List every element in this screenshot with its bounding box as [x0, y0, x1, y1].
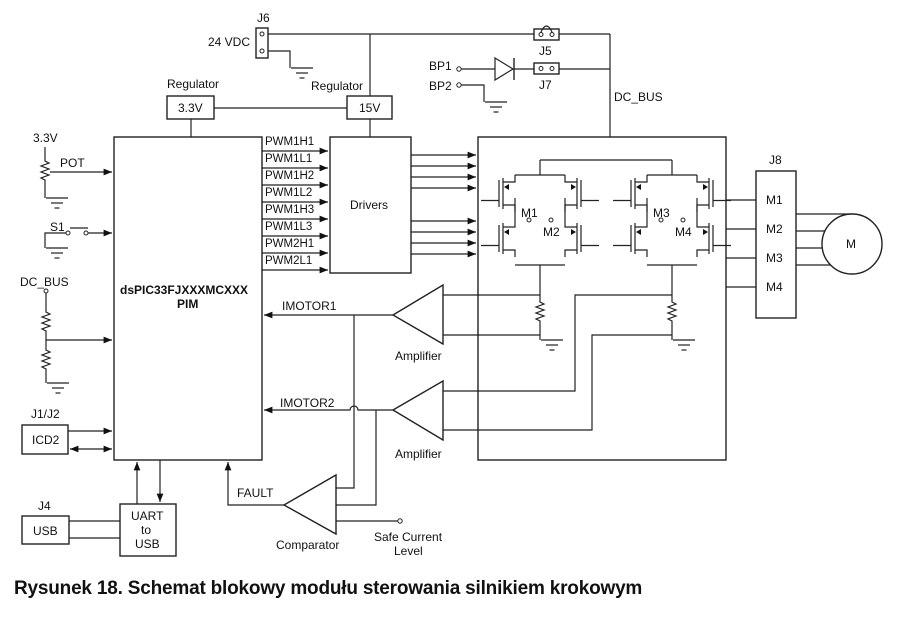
pwm-line: PWM1H3 — [262, 204, 328, 223]
j5-jumper: J5 — [533, 25, 560, 58]
bp2-terminal — [456, 82, 462, 88]
sense-resistor-1 — [534, 265, 546, 340]
safe-current-label-1: Safe Current — [374, 530, 443, 544]
j6-connector: J6 24 VDC — [208, 11, 270, 59]
dcbus-sense-label: DC_BUS — [20, 275, 69, 289]
uart-line2: to — [141, 523, 151, 537]
safe-current-terminal — [397, 518, 403, 524]
drivers-label: Drivers — [350, 198, 388, 212]
pwm-signals: PWM1H1PWM1L1PWM1H2PWM1L2PWM1H3PWM1L3PWM2… — [262, 136, 328, 274]
pwm-label: PWM2L1 — [265, 255, 312, 267]
comparator — [282, 473, 337, 536]
s1-switch — [65, 230, 71, 236]
ground-icon — [484, 101, 508, 113]
fault-label: FAULT — [237, 486, 274, 500]
bridge-node-label: M3 — [653, 206, 670, 220]
dc-bus-label: DC_BUS — [614, 90, 663, 104]
ground-icon — [46, 382, 70, 394]
imotor1-label: IMOTOR1 — [282, 299, 337, 313]
s1-label: S1 — [50, 220, 65, 234]
amplifier-2-label: Amplifier — [395, 447, 442, 461]
pwm-label: PWM2H1 — [265, 238, 314, 250]
comparator-label: Comparator — [276, 538, 339, 552]
bp2-label: BP2 — [429, 79, 452, 93]
pwm-label: PWM1H1 — [265, 136, 314, 148]
j8-pin: M3 — [726, 247, 823, 265]
power-stage-block — [477, 136, 727, 461]
bridge-node-label: M4 — [675, 225, 692, 239]
amplifier-2 — [391, 379, 444, 442]
j6-header — [255, 27, 269, 59]
regulator-3v3-value: 3.3V — [178, 101, 203, 115]
j8-pin: M1 — [726, 193, 852, 215]
j1j2-label: J1/J2 — [31, 407, 60, 421]
supply-3v3-label: 3.3V — [33, 131, 58, 145]
ground-icon — [290, 67, 314, 79]
j8-pin-label: M3 — [766, 251, 783, 265]
voltage-divider — [40, 293, 52, 383]
safe-current-label-2: Level — [394, 544, 423, 558]
icd2-box — [21, 424, 69, 455]
j5-label: J5 — [539, 44, 552, 58]
sense-resistor-2 — [666, 265, 678, 340]
pwm-line: PWM1L1 — [262, 153, 328, 172]
mcu-pim: PIM — [177, 297, 198, 311]
icd2-label: ICD2 — [32, 433, 60, 447]
regulator-15v-title: Regulator — [311, 79, 363, 93]
pwm-line: PWM1L2 — [262, 187, 328, 206]
j8-pin-label: M1 — [766, 193, 783, 207]
uart-line1: UART — [131, 509, 164, 523]
pwm-line: PWM1H1 — [262, 136, 328, 155]
j4-label: J4 — [38, 499, 51, 513]
j7-jumper: J7 — [533, 62, 560, 92]
diode-icon — [494, 56, 515, 82]
j6-supply-label: 24 VDC — [208, 35, 250, 49]
motor-label: M — [846, 237, 856, 251]
driver-outputs — [411, 151, 476, 258]
pwm-label: PWM1L1 — [265, 153, 312, 165]
bridge-node-label: M2 — [543, 225, 560, 239]
uart-line3: USB — [135, 537, 160, 551]
bp1-label: BP1 — [429, 59, 452, 73]
usb-box — [21, 515, 70, 545]
j8-pin: M2 — [726, 222, 825, 236]
pwm-label: PWM1L2 — [265, 187, 312, 199]
j8-label: J8 — [769, 153, 782, 167]
pwm-label: PWM1L3 — [265, 221, 312, 233]
fault-signal — [224, 462, 284, 506]
j8-connector — [755, 170, 797, 319]
amplifier-1-label: Amplifier — [395, 349, 442, 363]
j7-label: J7 — [539, 78, 552, 92]
mcu-block — [113, 136, 263, 461]
motor — [821, 213, 883, 275]
j8-pin: M4 — [726, 264, 831, 294]
ground-icon — [45, 247, 69, 259]
j8-pin-label: M2 — [766, 222, 783, 236]
j8-pin-label: M4 — [766, 280, 783, 294]
amplifier-1 — [391, 283, 444, 346]
bridge-node-label: M1 — [521, 206, 538, 220]
uart-to-usb-box — [119, 503, 177, 557]
pwm-label: PWM1H3 — [265, 204, 314, 216]
mcu-name: dsPIC33FJXXXMCXXX — [120, 283, 248, 297]
pwm-line: PWM2L1 — [262, 255, 328, 274]
regulator-15v-value: 15V — [359, 101, 380, 115]
pwm-line: PWM2H1 — [262, 238, 328, 257]
regulator-3v3-title: Regulator — [167, 77, 219, 91]
drivers-block — [329, 136, 412, 274]
usb-label: USB — [33, 524, 58, 538]
pwm-line: PWM1H2 — [262, 170, 328, 189]
ground-icon — [45, 197, 69, 209]
pwm-label: PWM1H2 — [265, 170, 314, 182]
pot-label: POT — [60, 156, 85, 170]
figure-caption: Rysunek 18. Schemat blokowy modułu stero… — [14, 578, 643, 599]
imotor2-label: IMOTOR2 — [280, 396, 335, 410]
j6-label: J6 — [257, 11, 270, 25]
bp1-terminal — [456, 66, 462, 72]
pwm-line: PWM1L3 — [262, 221, 328, 240]
